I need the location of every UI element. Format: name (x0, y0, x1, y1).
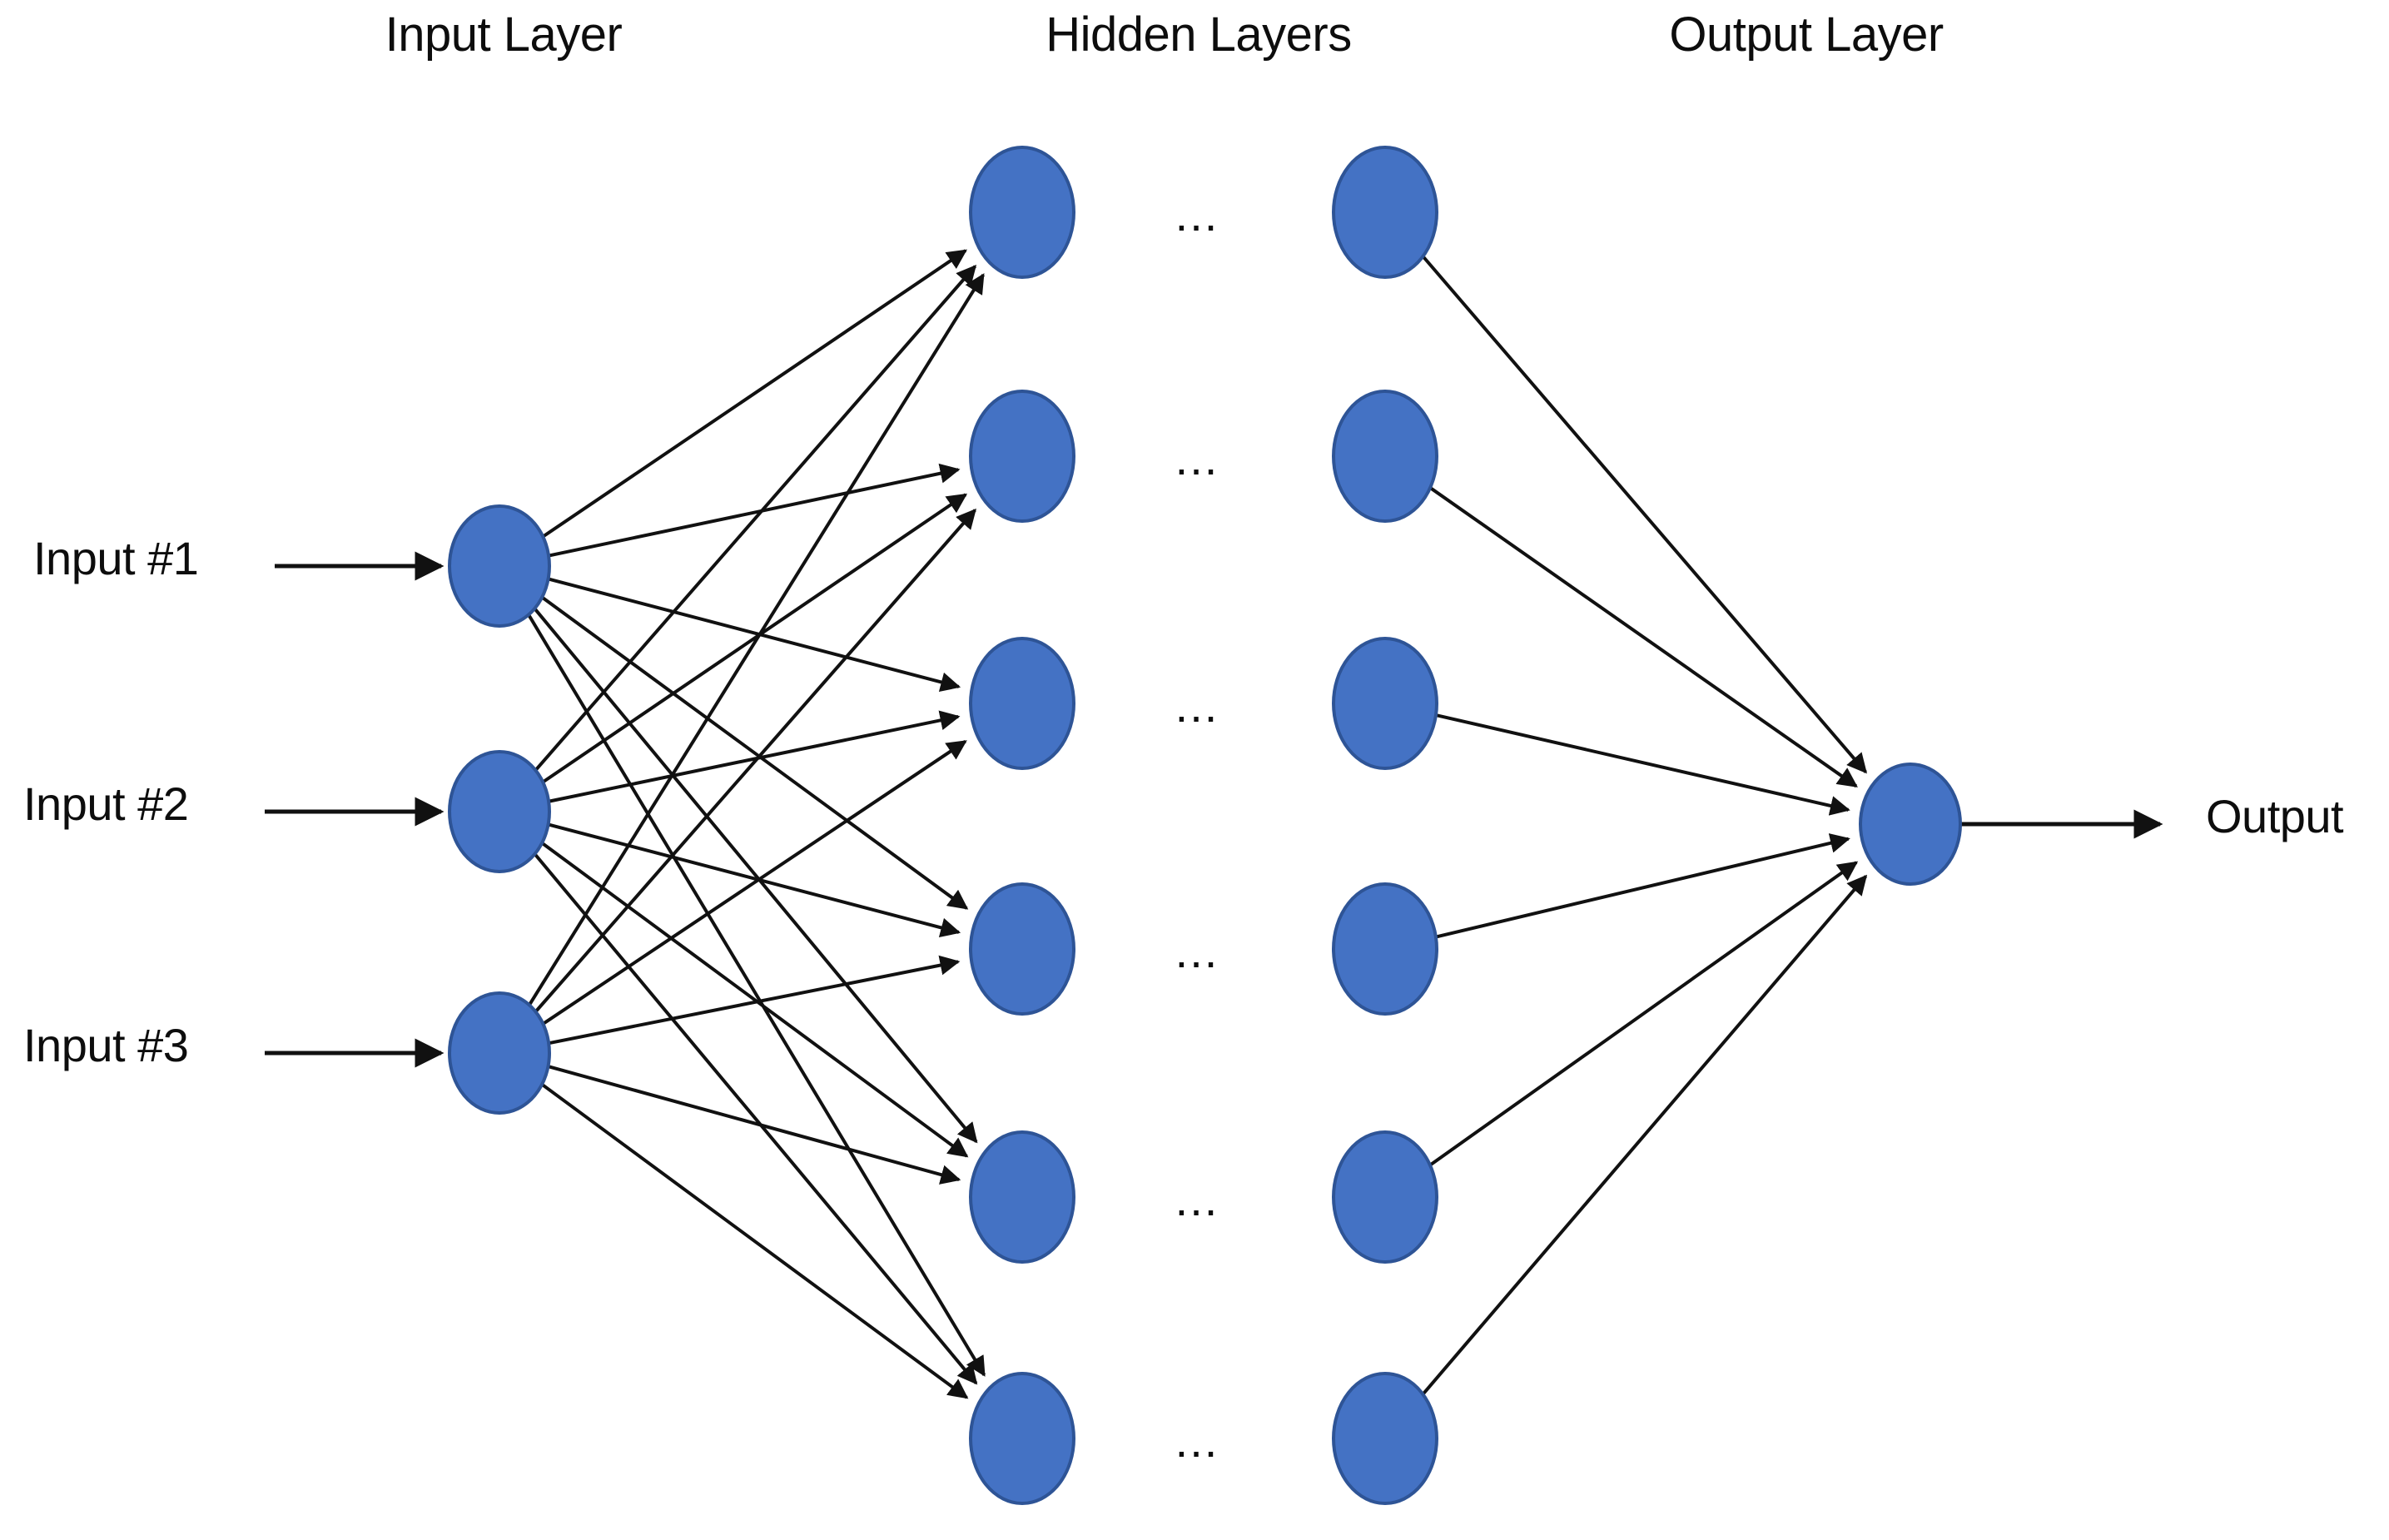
input-label-2: Input #2 (23, 777, 189, 830)
edge-input1-hidden2 (548, 463, 961, 558)
hidden-col1-node-1[interactable] (969, 146, 1075, 279)
hidden-ellipsis-2: ... (1175, 432, 1219, 484)
input-node-1[interactable] (448, 504, 551, 628)
hidden-col2-node-2[interactable] (1332, 390, 1438, 523)
neuron-nodes (448, 146, 1962, 1505)
input-node-2[interactable] (448, 750, 551, 873)
hidden-col1-node-2[interactable] (969, 390, 1075, 523)
output-node[interactable] (1859, 763, 1962, 886)
edge-input2-hidden4 (548, 822, 961, 938)
hidden-ellipsis-4: ... (1175, 925, 1219, 977)
edge-hidden2-output (1429, 486, 1858, 788)
hidden-ellipsis-5: ... (1175, 1173, 1219, 1225)
input-label-1: Input #1 (33, 532, 199, 584)
edge-input2-hidden1 (534, 264, 977, 772)
input-layer-title: Input Layer (385, 7, 623, 62)
edge-hidden1-output (1421, 255, 1867, 774)
edge-input1-hidden3 (548, 577, 961, 693)
input-arrow-group (265, 551, 445, 1068)
hidden-col2-node-3[interactable] (1332, 637, 1438, 770)
edge-input3-hidden1 (528, 273, 985, 1006)
hidden-ellipsis-6: ... (1175, 1414, 1219, 1467)
edge-input1-hidden4 (541, 595, 969, 910)
edge-input3-hidden5 (547, 1065, 961, 1185)
output-label: Output (2206, 790, 2344, 842)
edge-input2-hidden3 (548, 710, 961, 803)
edge-input3-hidden4 (548, 955, 961, 1046)
hidden-col2-node-5[interactable] (1332, 1130, 1438, 1264)
edge-hidden3-output (1435, 713, 1850, 816)
edge-input2-hidden5 (540, 842, 969, 1158)
hidden-col1-node-4[interactable] (969, 882, 1075, 1016)
hidden-ellipsis-1: ... (1175, 188, 1219, 241)
edge-input1-hidden1 (542, 249, 967, 539)
hidden-col1-node-6[interactable] (969, 1372, 1075, 1505)
edge-input1-hidden5 (533, 607, 978, 1144)
input-to-hidden-edges (527, 249, 986, 1399)
hidden-to-output-edges (1421, 255, 1868, 1396)
hidden-col2-node-6[interactable] (1332, 1372, 1438, 1505)
input-node-3[interactable] (448, 991, 551, 1115)
edge-input3-hidden2 (534, 508, 976, 1013)
hidden-col1-node-5[interactable] (969, 1130, 1075, 1264)
input-label-3: Input #3 (23, 1019, 189, 1071)
edge-input2-hidden2 (542, 493, 968, 784)
edge-hidden6-output (1421, 874, 1868, 1396)
edge-input3-hidden6 (540, 1083, 969, 1399)
edge-input1-hidden6 (527, 614, 986, 1377)
hidden-ellipsis-3: ... (1175, 679, 1219, 732)
hidden-col2-node-4[interactable] (1332, 882, 1438, 1016)
edge-input3-hidden3 (542, 739, 967, 1026)
edge-input2-hidden6 (533, 852, 978, 1385)
output-layer-title: Output Layer (1669, 7, 1944, 62)
edge-hidden4-output (1435, 833, 1850, 939)
edge-hidden5-output (1428, 861, 1859, 1167)
hidden-layers-title: Hidden Layers (1045, 7, 1352, 62)
hidden-col2-node-1[interactable] (1332, 146, 1438, 279)
hidden-col1-node-3[interactable] (969, 637, 1075, 770)
